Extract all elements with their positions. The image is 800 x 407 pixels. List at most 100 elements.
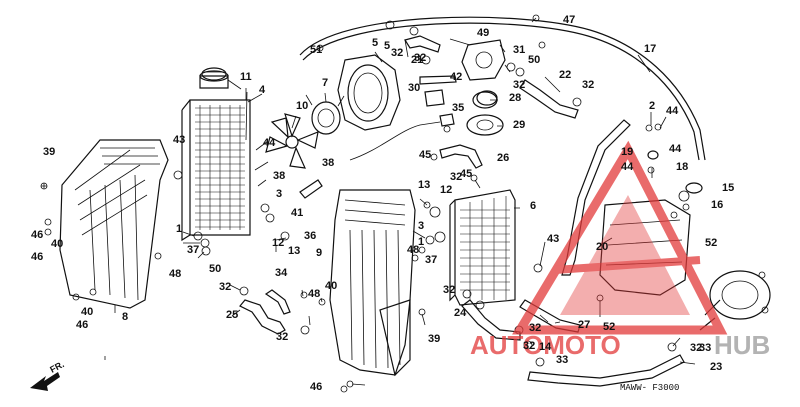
fan-shroud (337, 54, 401, 131)
callout-label: 37 (425, 254, 437, 266)
cooling-fan (265, 113, 319, 169)
front-label: FR. (48, 359, 65, 375)
callout-label: 15 (722, 182, 734, 194)
callout-label: 37 (187, 244, 199, 256)
callout-label: 32 (450, 171, 462, 183)
callout-label: 32 (513, 79, 525, 91)
callout-label: 46 (31, 251, 43, 263)
callout-label: 30 (408, 82, 420, 94)
callout-label: 46 (76, 319, 88, 331)
callout-label: 8 (122, 311, 128, 323)
callout-label: 35 (452, 102, 464, 114)
callout-label: 13 (418, 179, 430, 191)
callout-label: 32 (523, 340, 535, 352)
callout-label: 20 (596, 241, 608, 253)
callout-label: 23 (710, 361, 722, 373)
callout-label: 32 (690, 342, 702, 354)
callout-label: 2 (649, 100, 655, 112)
callout-label: 45 (419, 149, 431, 161)
center-radiator-shroud (329, 189, 416, 377)
callout-label: 25 (226, 309, 238, 321)
callout-label: 32 (443, 284, 455, 296)
front-direction-arrow: FR. (30, 359, 66, 391)
callout-label: 27 (578, 319, 590, 331)
callout-label: 28 (509, 92, 521, 104)
callout-label: 1 (176, 223, 182, 235)
callout-label: 3 (276, 188, 282, 200)
callout-label: 5 (372, 37, 378, 49)
callout-label: 44 (666, 105, 679, 117)
callout-label: 48 (169, 268, 181, 280)
callout-label: 44 (669, 143, 682, 155)
callout-label: 21 (411, 54, 423, 66)
callout-label: 6 (530, 200, 536, 212)
fan-motor (305, 94, 345, 135)
callout-label: 36 (304, 230, 316, 242)
callout-label: 32 (414, 52, 426, 64)
callout-label: 48 (407, 244, 419, 256)
callout-label: 52 (603, 321, 615, 333)
callout-label: 32 (276, 331, 288, 343)
callout-label: 33 (699, 342, 711, 354)
callout-label: 14 (539, 341, 552, 353)
callout-label: 19 (621, 146, 633, 158)
callout-label: 50 (528, 54, 540, 66)
callout-label: 47 (563, 14, 575, 26)
callout-label: 39 (428, 333, 440, 345)
callout-label: 31 (513, 44, 525, 56)
left-radiator-shroud (59, 139, 169, 309)
callout-label: 44 (621, 161, 634, 173)
callout-label: 10 (296, 100, 308, 112)
watermark-prefix: AUTOMOTO (470, 330, 621, 360)
callout-label: 43 (173, 134, 185, 146)
callout-label: 33 (556, 354, 568, 366)
callout-label: 11 (240, 71, 252, 83)
callout-label: 7 (322, 77, 328, 89)
callout-label: 42 (450, 71, 462, 83)
callout-label: 32 (582, 79, 594, 91)
callout-label: 12 (440, 184, 452, 196)
callout-label: 41 (291, 207, 303, 219)
callout-label: 45 (460, 168, 472, 180)
callout-label: 52 (705, 237, 717, 249)
callout-label: 39 (43, 146, 55, 158)
callout-label: 4 (259, 84, 266, 96)
callout-label: 40 (51, 238, 63, 250)
callout-label: 50 (209, 263, 221, 275)
callout-label: 43 (547, 233, 559, 245)
callout-label: 40 (81, 306, 93, 318)
callout-label: 40 (325, 280, 337, 292)
callout-label: 38 (273, 170, 285, 182)
watermark-suffix: HUB (714, 330, 770, 360)
callout-label: 9 (316, 247, 322, 259)
callout-label: 5 (384, 40, 390, 52)
callout-label: 32 (529, 322, 541, 334)
callout-label: 3 (418, 220, 424, 232)
callout-label: 32 (391, 47, 403, 59)
callout-label: 18 (676, 161, 688, 173)
watermark: AUTOMOTO HUB (470, 140, 770, 360)
callout-label: 51 (310, 44, 322, 56)
callout-label: 13 (288, 245, 300, 257)
diagram-reference-code: MAWW- F3000 (620, 383, 679, 393)
callout-label: 48 (308, 288, 320, 300)
fasteners (40, 14, 703, 393)
callout-labels: 1234567891011121314151617181920212223242… (31, 14, 734, 393)
callout-label: 26 (497, 152, 509, 164)
right-radiator (449, 189, 516, 306)
callout-label: 38 (322, 157, 334, 169)
callout-label: 24 (454, 307, 467, 319)
callout-label: 16 (711, 199, 723, 211)
thermostat-housing (461, 39, 506, 136)
callout-label: 34 (275, 267, 288, 279)
leader-lines (104, 17, 696, 386)
callout-label: 44 (263, 137, 276, 149)
callout-label: 46 (310, 381, 322, 393)
callout-label: 1 (418, 236, 424, 248)
callout-label: 32 (219, 281, 231, 293)
callout-label: 12 (272, 237, 284, 249)
callout-label: 17 (644, 43, 656, 55)
callout-label: 22 (559, 69, 571, 81)
